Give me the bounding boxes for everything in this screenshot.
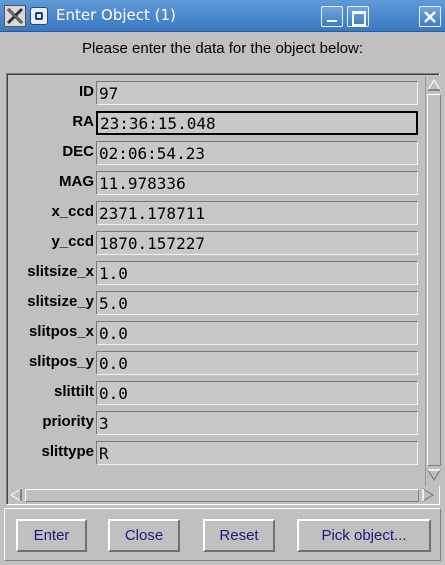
priority-label: priority (42, 413, 94, 430)
id-label: ID (79, 83, 94, 100)
scroll-down-arrow-icon[interactable] (427, 468, 441, 482)
dec-label: DEC (62, 143, 94, 160)
field-row-y-ccd: y_ccd (10, 228, 418, 256)
window-menu-button[interactable] (30, 7, 48, 25)
y-ccd-label: y_ccd (51, 233, 94, 250)
slitsize-y-input[interactable] (96, 291, 418, 315)
slittype-input[interactable] (96, 441, 418, 465)
priority-input[interactable] (96, 411, 418, 435)
field-row-mag: MAG (10, 168, 418, 196)
app-icon (4, 5, 26, 27)
slitpos-x-input[interactable] (96, 321, 418, 345)
close-window-button[interactable] (419, 6, 441, 27)
ra-input[interactable] (96, 111, 418, 135)
slittype-label: slittype (41, 443, 94, 460)
form-heading: Please enter the data for the object bel… (81, 40, 363, 57)
field-row-slittype: slittype (10, 438, 418, 466)
field-row-slitsize-x: slitsize_x (10, 258, 418, 286)
close-button[interactable]: Close (108, 519, 180, 552)
slitpos-y-label: slitpos_y (28, 353, 94, 370)
y-ccd-input[interactable] (96, 231, 418, 255)
field-row-slitsize-y: slitsize_y (10, 288, 418, 316)
button-bar: Enter Close Reset Pick object... (4, 508, 441, 561)
enter-button[interactable]: Enter (16, 519, 87, 552)
horizontal-scrollbar[interactable] (9, 488, 437, 503)
slittilt-input[interactable] (96, 381, 418, 405)
field-row-slitpos-y: slitpos_y (10, 348, 418, 376)
minimize-button[interactable] (321, 6, 343, 27)
id-input[interactable] (96, 81, 418, 105)
x-ccd-input[interactable] (96, 201, 418, 225)
field-row-ra: RA (10, 108, 418, 136)
slitsize-x-input[interactable] (96, 261, 418, 285)
title-bar[interactable]: Enter Object (1) (0, 0, 445, 32)
scroll-up-arrow-icon[interactable] (427, 78, 441, 92)
window-title: Enter Object (1) (56, 6, 176, 24)
x-ccd-label: x_ccd (51, 203, 94, 220)
fields-scroll-area: ID RA DEC MAG x_ccd y_ccd slitsize_x sli… (6, 73, 441, 505)
pick-object-button[interactable]: Pick object... (297, 519, 431, 552)
horizontal-scroll-thumb[interactable] (25, 489, 419, 502)
slitsize-y-label: slitsize_y (27, 293, 94, 310)
vertical-scrollbar[interactable] (425, 76, 441, 486)
scroll-right-arrow-icon[interactable] (421, 488, 435, 502)
dec-input[interactable] (96, 141, 418, 165)
field-row-dec: DEC (10, 138, 418, 166)
slittilt-label: slittilt (54, 383, 94, 400)
slitpos-y-input[interactable] (96, 351, 418, 375)
ra-label: RA (72, 113, 94, 130)
reset-button[interactable]: Reset (203, 519, 275, 552)
vertical-scroll-thumb[interactable] (427, 94, 441, 466)
field-row-id: ID (10, 78, 418, 106)
mag-input[interactable] (96, 171, 418, 195)
mag-label: MAG (59, 173, 94, 190)
field-row-slitpos-x: slitpos_x (10, 318, 418, 346)
slitsize-x-label: slitsize_x (27, 263, 94, 280)
field-row-x-ccd: x_ccd (10, 198, 418, 226)
field-row-slittilt: slittilt (10, 378, 418, 406)
maximize-button[interactable] (347, 6, 369, 27)
scroll-left-arrow-icon[interactable] (9, 488, 23, 502)
field-row-priority: priority (10, 408, 418, 436)
slitpos-x-label: slitpos_x (28, 323, 94, 340)
